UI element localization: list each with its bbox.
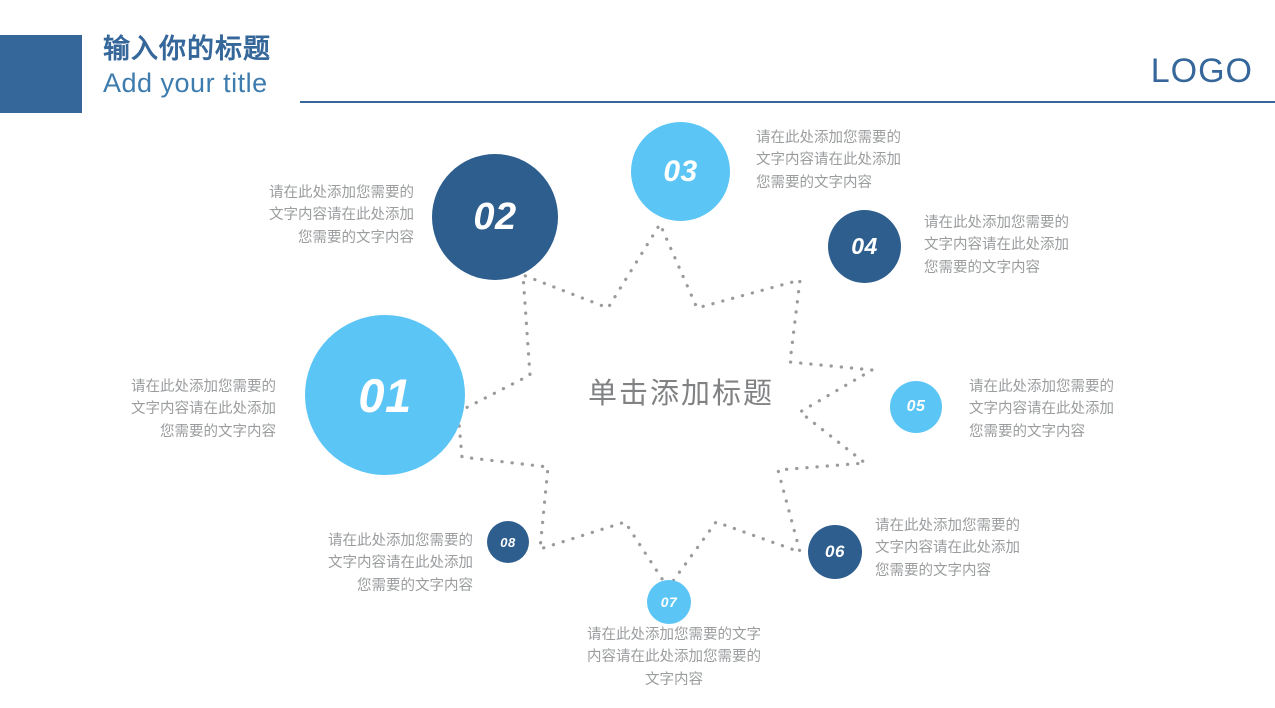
node-text-02[interactable]: 请在此处添加您需要的 文字内容请在此处添加 您需要的文字内容: [269, 185, 414, 246]
infographic-diagram: 单击添加标题 01 02 03 04 05 06 07 08 请在此处添加您需要…: [0, 112, 1275, 708]
header-accent-block: [0, 35, 82, 113]
node-circle-07[interactable]: 07: [647, 580, 691, 624]
node-text-08[interactable]: 请在此处添加您需要的 文字内容请在此处添加 您需要的文字内容: [328, 533, 473, 594]
node-circle-05[interactable]: 05: [890, 381, 942, 433]
dotted-connector-lines: [456, 220, 878, 591]
page-title-cn: 输入你的标题: [103, 34, 271, 64]
page-title-en: Add your title: [103, 68, 268, 98]
node-circle-02[interactable]: 02: [432, 154, 558, 280]
node-circle-06[interactable]: 06: [808, 525, 862, 579]
center-title: 单击添加标题: [587, 378, 774, 410]
header-divider: [300, 101, 1275, 103]
logo-text: LOGO: [1150, 52, 1253, 90]
node-circle-01[interactable]: 01: [305, 315, 465, 475]
node-text-01[interactable]: 请在此处添加您需要的 文字内容请在此处添加 您需要的文字内容: [131, 379, 276, 440]
node-text-03[interactable]: 请在此处添加您需要的 文字内容请在此处添加 您需要的文字内容: [756, 130, 901, 191]
node-text-07[interactable]: 请在此处添加您需要的文字 内容请在此处添加您需要的 文字内容: [587, 627, 761, 688]
node-circle-08[interactable]: 08: [487, 521, 529, 563]
node-text-04[interactable]: 请在此处添加您需要的 文字内容请在此处添加 您需要的文字内容: [924, 215, 1069, 276]
node-text-05[interactable]: 请在此处添加您需要的 文字内容请在此处添加 您需要的文字内容: [969, 379, 1114, 440]
header-title-group: 输入你的标题 Add your title: [103, 36, 271, 97]
node-circle-04[interactable]: 04: [828, 210, 901, 283]
node-text-06[interactable]: 请在此处添加您需要的 文字内容请在此处添加 您需要的文字内容: [875, 518, 1020, 579]
node-circle-03[interactable]: 03: [631, 122, 730, 221]
